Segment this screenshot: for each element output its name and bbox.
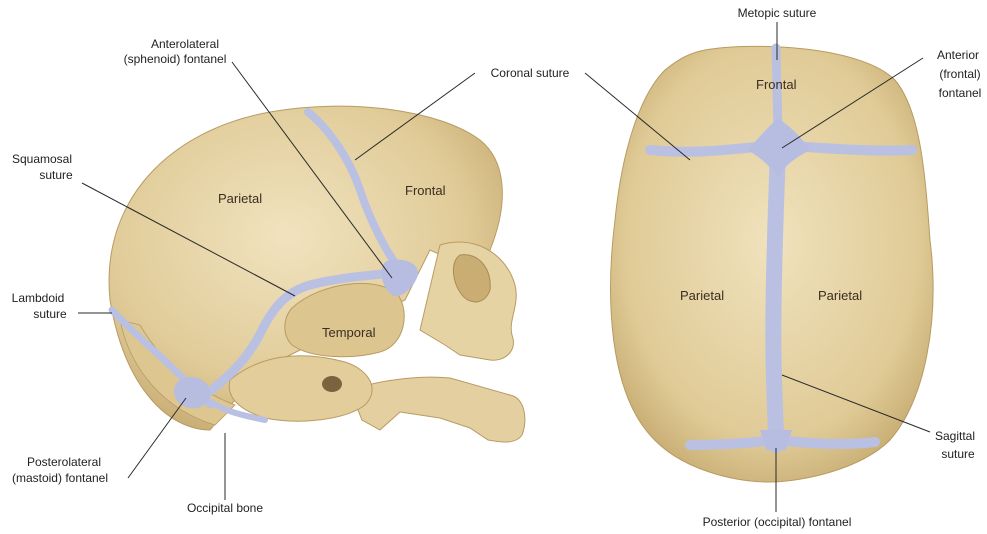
lateral-skull-view [109, 106, 525, 442]
label-coronal: Coronal suture [491, 66, 570, 80]
label-anterolateral-line1: Anterolateral [151, 37, 219, 51]
label-sagittal-line1: Sagittal [935, 429, 975, 443]
mandible [350, 377, 525, 442]
leader-posterolateral [128, 398, 186, 478]
label-squamosal-line2: suture [39, 168, 73, 182]
region-top-frontal: Frontal [756, 77, 797, 92]
label-anterolateral-line2: (sphenoid) fontanel [124, 52, 227, 66]
region-lateral-frontal: Frontal [405, 183, 446, 198]
label-anterior-line2: (frontal) [939, 67, 980, 81]
region-top-parietal-right: Parietal [818, 288, 862, 303]
region-lateral-temporal: Temporal [322, 325, 376, 340]
sagittal-suture-line [773, 150, 778, 445]
label-posterolateral-line1: Posterolateral [27, 455, 101, 469]
ear-canal [322, 376, 342, 392]
label-sagittal-line2: suture [941, 447, 975, 461]
label-occipital-bone: Occipital bone [187, 501, 263, 515]
region-top-parietal-left: Parietal [680, 288, 724, 303]
superior-skull-view [611, 46, 933, 482]
label-squamosal-line1: Squamosal [12, 152, 72, 166]
label-anterior-line3: fontanel [939, 86, 982, 100]
label-lambdoid-line1: Lambdoid [12, 291, 65, 305]
label-lambdoid-line2: suture [33, 307, 67, 321]
label-metopic: Metopic suture [738, 6, 817, 20]
label-posterior: Posterior (occipital) fontanel [703, 515, 852, 529]
label-posterolateral-line2: (mastoid) fontanel [12, 471, 108, 485]
region-lateral-parietal: Parietal [218, 191, 262, 206]
label-anterior-line1: Anterior [937, 48, 979, 62]
